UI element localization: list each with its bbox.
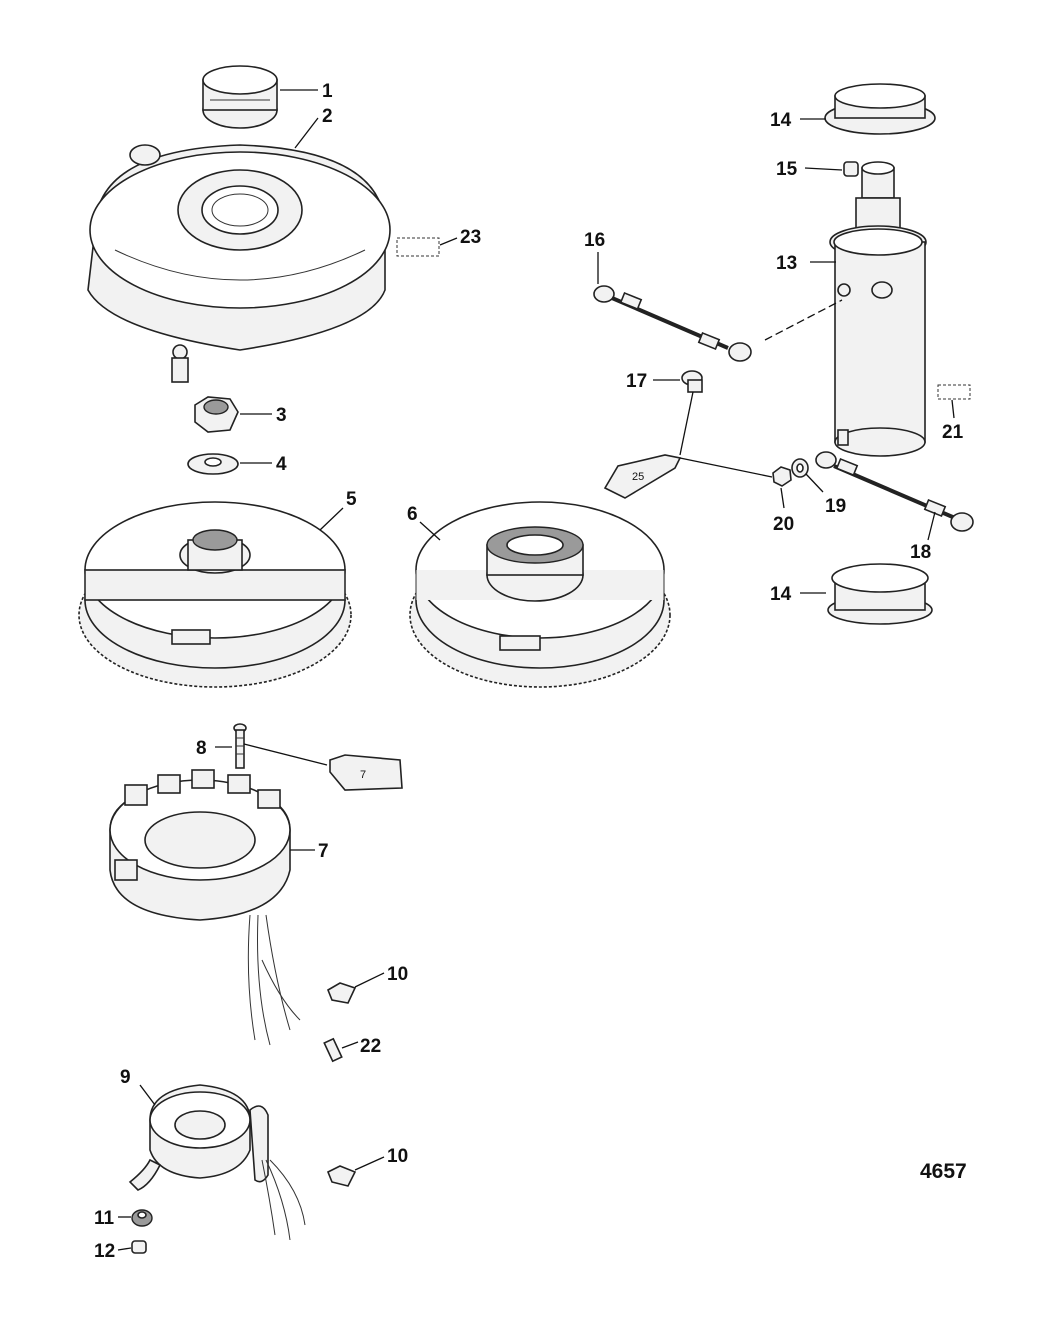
leader-22 [341, 1041, 359, 1049]
callout-19: 19 [825, 496, 846, 517]
figure-number: 4657 [920, 1160, 967, 1183]
leader-9 [139, 1084, 156, 1106]
callout-20: 20 [773, 514, 794, 535]
callout-17: 17 [626, 371, 647, 392]
callout-5: 5 [346, 489, 357, 510]
callout-1: 1 [322, 81, 333, 102]
flywheel-part-6 [409, 501, 671, 688]
callout-3: 3 [276, 405, 287, 426]
leader-2 [294, 117, 319, 149]
leader-5 [319, 507, 344, 531]
decal-part-23 [396, 237, 440, 257]
svg-text:25: 25 [632, 471, 644, 483]
callout-15: 15 [776, 159, 798, 180]
leader-10-lower [354, 1156, 385, 1171]
callout-23: 23 [460, 227, 481, 248]
leader-20 [780, 487, 785, 509]
clip-part-10-lower [326, 1165, 357, 1187]
callout-6: 6 [407, 504, 418, 525]
leader-18 [927, 511, 936, 541]
nut-part-20 [772, 466, 792, 487]
washer-part-4 [187, 453, 239, 475]
washer-part-19 [791, 458, 809, 478]
leader-23 [439, 237, 458, 246]
flywheel-part-5 [78, 501, 352, 688]
screw-part-12 [131, 1240, 147, 1254]
callout-11: 11 [94, 1208, 115, 1229]
battery-cable-part-16 [593, 285, 752, 362]
leader-12 [117, 1247, 132, 1251]
cable-part-18 [815, 451, 974, 532]
leader-15 [804, 167, 843, 171]
leader-6 [419, 521, 441, 541]
cap-part-1 [202, 65, 278, 129]
flywheel-cover-part-2 [87, 144, 391, 383]
callout-21: 21 [942, 422, 964, 443]
sealant-tube-7: 7 [329, 754, 403, 791]
leader-tube25-to-nut [679, 457, 773, 478]
screw-part-8 [233, 723, 247, 769]
clip-part-10-upper [327, 982, 357, 1004]
decal-part-21 [937, 384, 971, 400]
callout-10-upper: 10 [387, 964, 408, 985]
nut-part-11 [131, 1209, 153, 1227]
callout-13: 13 [776, 253, 797, 274]
callout-22: 22 [360, 1036, 381, 1057]
leader-21 [951, 399, 955, 419]
starter-dash-line [764, 299, 843, 341]
bolt-part-17 [681, 370, 703, 393]
cap-part-15 [843, 161, 859, 177]
sealant-tube-25: 25 [603, 454, 682, 499]
bumper-part-14-lower [827, 563, 933, 625]
callout-4: 4 [276, 454, 287, 475]
callout-2: 2 [322, 106, 333, 127]
callout-14-lower: 14 [770, 584, 792, 605]
leader-19 [805, 473, 824, 493]
nut-part-3 [194, 396, 239, 433]
callout-8: 8 [196, 738, 207, 759]
starter-motor-part-13 [829, 161, 927, 457]
trigger-part-9 [128, 1084, 306, 1241]
callout-7: 7 [318, 841, 329, 862]
screw-part-22 [323, 1037, 343, 1063]
svg-text:7: 7 [360, 769, 366, 781]
callout-9: 9 [120, 1067, 131, 1088]
callout-10-lower: 10 [387, 1146, 408, 1167]
stator-part-7 [109, 769, 301, 1046]
leader-8-tube [243, 743, 328, 766]
leader-17-tube [679, 391, 694, 456]
callout-12: 12 [94, 1241, 115, 1262]
callout-18: 18 [910, 542, 931, 563]
bumper-part-14-upper [824, 83, 936, 135]
callout-14-upper: 14 [770, 110, 792, 131]
callout-16: 16 [584, 230, 605, 251]
leader-10-upper [354, 972, 385, 988]
